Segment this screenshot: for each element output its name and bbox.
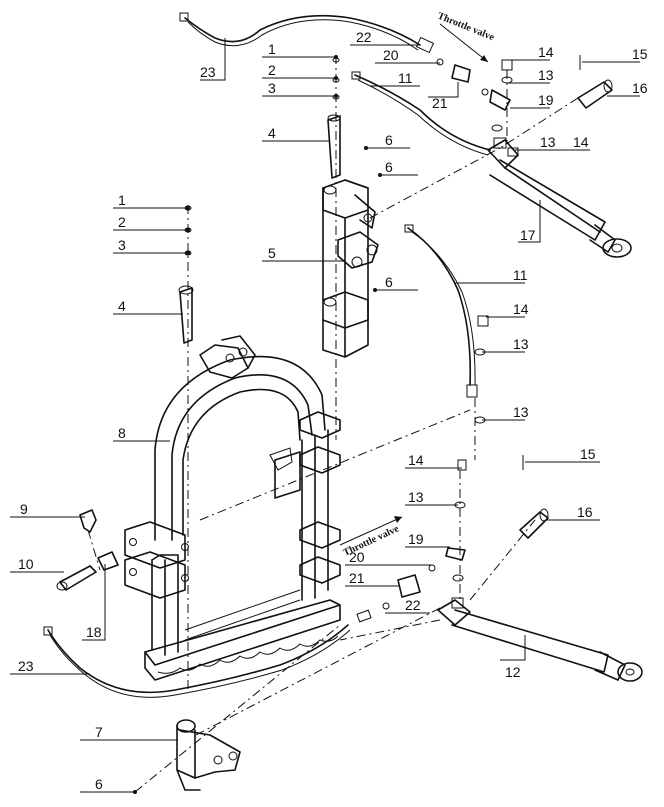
callout-6-a: 6 — [385, 132, 393, 148]
callout-1-left: 1 — [118, 192, 126, 208]
callout-14-d: 14 — [408, 452, 424, 468]
callout-15-bottom: 15 — [580, 446, 596, 462]
callout-23-bottom: 23 — [18, 658, 34, 674]
callout-11-mid: 11 — [513, 267, 528, 283]
callout-14-c: 14 — [513, 301, 529, 317]
callout-4-top: 4 — [268, 125, 276, 141]
callout-16-top: 16 — [632, 80, 648, 96]
callout-labels: 1 2 3 4 5 6 6 6 1 2 3 4 8 9 10 18 23 7 6… — [18, 29, 648, 792]
callout-22-top: 22 — [356, 29, 372, 45]
callout-15-top: 15 — [632, 46, 648, 62]
arrow-head-icon — [394, 516, 402, 523]
pin-part-16-bottom — [519, 508, 549, 539]
throttle-arrow-top — [439, 23, 489, 63]
callout-8: 8 — [118, 425, 126, 441]
frame-part-8 — [124, 335, 341, 681]
cylinder-part-12 — [437, 597, 643, 682]
callout-14-b: 14 — [573, 134, 589, 150]
callout-13-a: 13 — [538, 67, 554, 83]
callout-7: 7 — [95, 724, 103, 740]
hose-part-11-mid — [404, 224, 478, 398]
callout-11-top: 11 — [398, 70, 413, 86]
callout-5: 5 — [268, 245, 276, 261]
throttle-notes: Throttle valve Throttle valve — [339, 11, 496, 559]
callout-18: 18 — [86, 624, 102, 640]
callout-23-top: 23 — [200, 64, 216, 80]
fittings-top — [415, 36, 513, 132]
callout-leaders — [10, 38, 640, 794]
callout-6-bottom: 6 — [95, 776, 103, 792]
callout-16-bottom: 16 — [577, 504, 593, 520]
callout-6-b: 6 — [385, 159, 393, 175]
callout-12: 12 — [505, 664, 521, 680]
pin-part-16-top — [577, 79, 613, 109]
bracket-part-7 — [176, 719, 241, 791]
callout-19-bottom: 19 — [408, 531, 424, 547]
throttle-valve-label-bottom: Throttle valve — [342, 523, 402, 559]
arrow-head-icon — [480, 55, 488, 62]
callout-17: 17 — [520, 227, 536, 243]
fittings-bottom — [356, 459, 467, 623]
callout-4-left: 4 — [118, 298, 126, 314]
callout-2-top: 2 — [268, 62, 276, 78]
hose-part-23-bottom — [43, 624, 351, 698]
throttle-valve-label-top: Throttle valve — [436, 11, 496, 44]
fittings-mid — [474, 315, 489, 424]
callout-13-b: 13 — [540, 134, 556, 150]
callout-20-bottom: 20 — [349, 549, 365, 565]
callout-6-c: 6 — [385, 274, 393, 290]
hitch-pin-parts-9-10-18 — [56, 509, 119, 591]
callout-13-c: 13 — [513, 336, 529, 352]
callout-21-top: 21 — [432, 95, 448, 111]
cylinder-part-17 — [487, 137, 632, 258]
callout-10: 10 — [18, 556, 34, 572]
callout-22-bottom: 22 — [405, 597, 421, 613]
callout-20-top: 20 — [383, 47, 399, 63]
assembly-lines — [87, 70, 579, 793]
callout-3-top: 3 — [268, 80, 276, 96]
callout-3-left: 3 — [118, 237, 126, 253]
mast-part-5 — [322, 179, 379, 358]
callout-19-top: 19 — [538, 92, 554, 108]
callout-13-d: 13 — [513, 404, 529, 420]
hose-part-11-top — [351, 71, 491, 156]
callout-9: 9 — [20, 501, 28, 517]
callout-21-bottom: 21 — [349, 570, 365, 586]
hose-part-23-top — [179, 12, 421, 51]
callout-2-left: 2 — [118, 214, 126, 230]
callout-14-a: 14 — [538, 44, 554, 60]
callout-1-top: 1 — [268, 41, 276, 57]
callout-13-e: 13 — [408, 489, 424, 505]
throttle-arrow-bottom — [339, 516, 403, 546]
